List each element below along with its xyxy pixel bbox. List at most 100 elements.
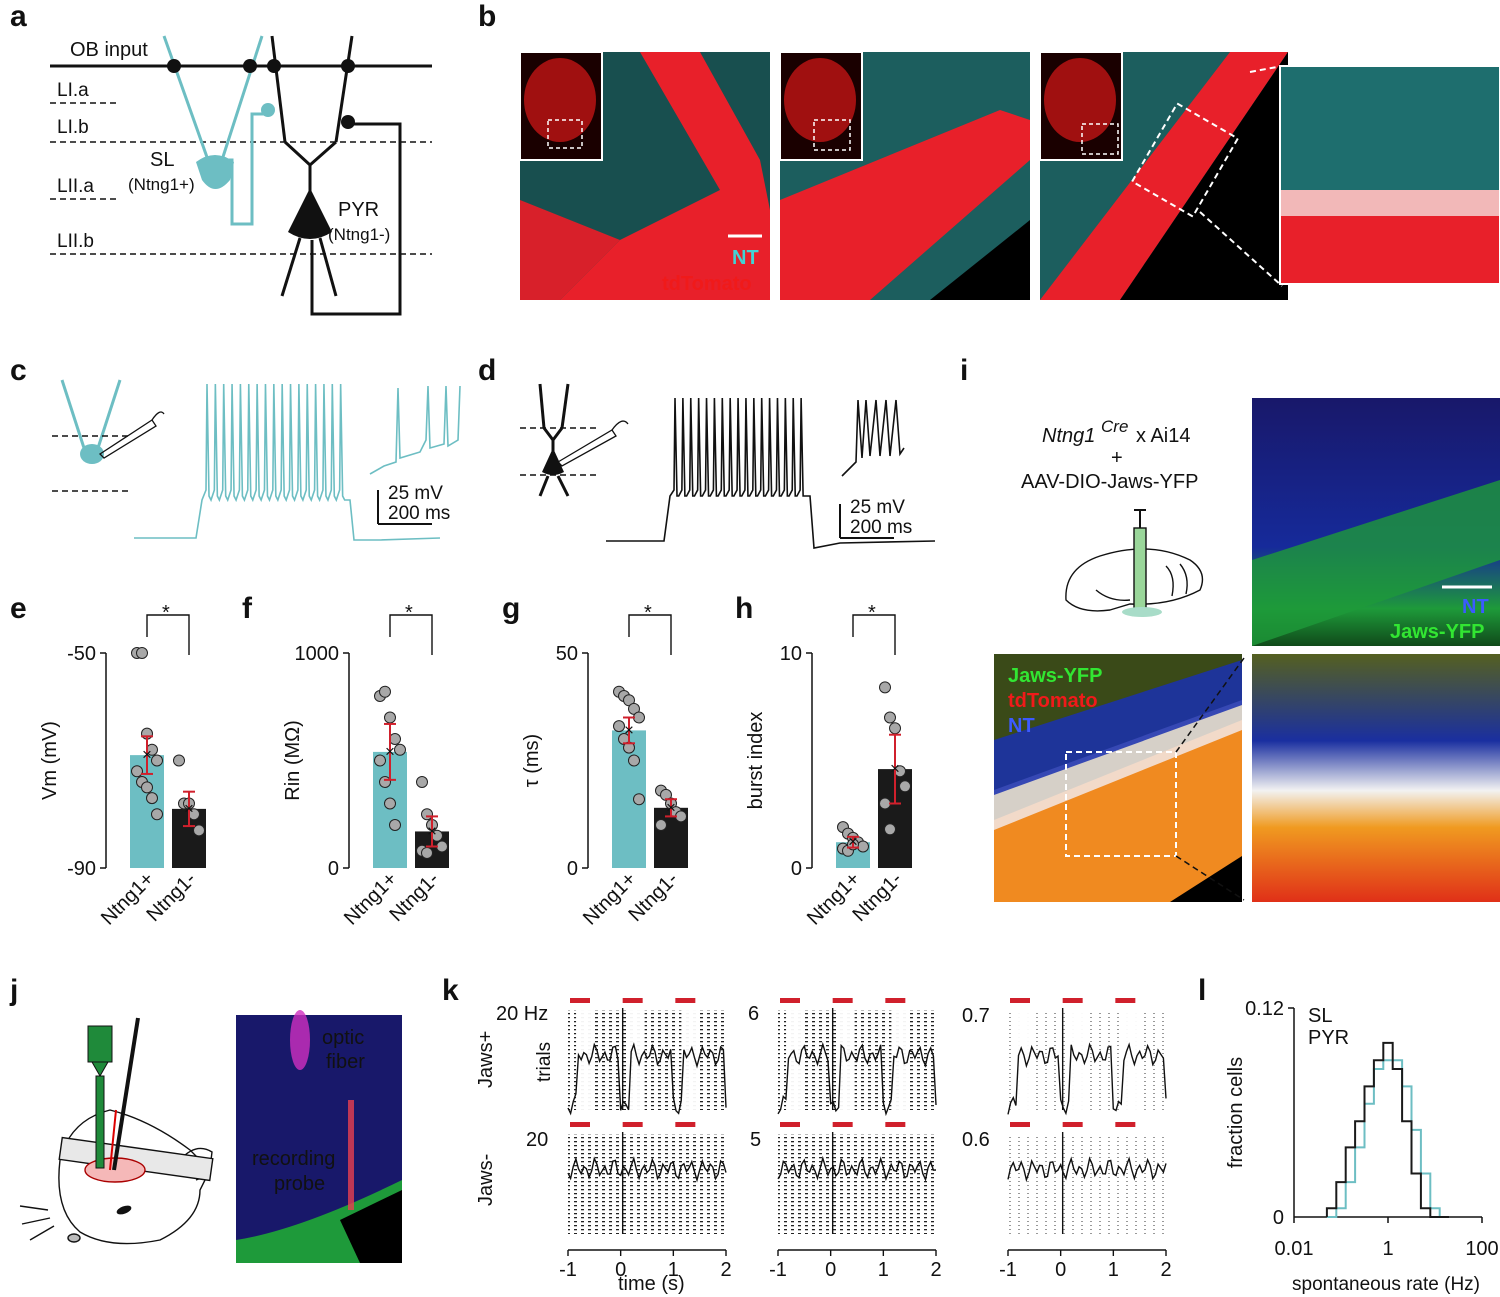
histogram-series-SL (1326, 1059, 1450, 1218)
panel-label: l (1198, 974, 1206, 1007)
light-pulse (570, 998, 590, 1003)
data-point (436, 840, 448, 853)
panel-label: j (9, 974, 18, 1007)
row-label-jaws-minus: Jaws- (475, 1154, 497, 1206)
significance-bracket (628, 614, 672, 655)
panel-label: c (10, 354, 27, 387)
mean-marker: × (624, 720, 634, 739)
pyr-voltage-trace (606, 397, 936, 549)
sl-cell-icon (60, 379, 122, 449)
sl-sub-label: (Ntng1+) (128, 175, 195, 194)
light-on-gap (1016, 1010, 1032, 1110)
data-point (136, 647, 148, 659)
virus-label: AAV-DIO-Jaws-YFP (1021, 471, 1198, 493)
data-point (151, 754, 163, 767)
layer-label: LI.a (57, 80, 89, 101)
data-point (384, 797, 396, 810)
synapses (167, 59, 355, 129)
histology-image-2 (779, 51, 1030, 300)
y-tick-label: 0.12 (1245, 998, 1284, 1020)
significance-star: * (405, 602, 413, 624)
data-point (384, 711, 396, 724)
sl-voltage-trace (134, 383, 441, 541)
recording-probe-label: recording (252, 1148, 335, 1170)
light-pulse (675, 1122, 696, 1127)
data-point (879, 681, 891, 694)
light-pulse (622, 1122, 643, 1127)
pyr-sub-label: (Ntng1-) (328, 225, 390, 244)
light-pulse (1010, 998, 1030, 1003)
mean-marker: × (184, 799, 194, 818)
jaws-legend: Jaws-YFP (1008, 665, 1102, 687)
light-on-gap (628, 1010, 645, 1110)
raster-jaws-plus-0 (567, 998, 727, 1116)
panel-k: Jaws+ Jaws- trials 20 Hz 6 0.7 20 5 0.6 … (475, 998, 1172, 1295)
y-tick-label: 50 (556, 643, 578, 665)
raster-spikes (1008, 1010, 1166, 1110)
y-tick-label: 10 (780, 643, 802, 665)
x-tick-label: -1 (559, 1259, 577, 1281)
significance-bracket (389, 614, 433, 655)
psth-trace (567, 1156, 727, 1183)
optic-fiber-label: fiber (326, 1051, 365, 1073)
y-axis-label: fraction cells (1225, 1057, 1247, 1168)
light-pulse (622, 998, 643, 1003)
pyr-label: PYR (338, 199, 379, 221)
significance-bracket (146, 614, 190, 655)
data-point (131, 765, 143, 778)
mean-marker: × (427, 821, 437, 840)
x-tick-label: 0 (615, 1259, 626, 1281)
category-label: Ntng1+ (340, 868, 402, 930)
row-label-jaws-plus: Jaws+ (475, 1031, 497, 1088)
x-axis-label: spontaneous rate (Hz) (1292, 1274, 1480, 1295)
significance-star: * (644, 602, 652, 624)
light-on-gap (1121, 1010, 1138, 1110)
data-point (173, 754, 185, 767)
light-pulse (1115, 1122, 1136, 1127)
rate-label: 20 (526, 1129, 548, 1151)
data-point (421, 846, 433, 859)
layer-label: LII.b (57, 231, 94, 252)
data-point (655, 819, 667, 831)
data-point (857, 840, 869, 853)
raster-jaws-plus-2 (1007, 998, 1167, 1116)
significance-star: * (162, 602, 170, 624)
light-pulse (832, 1122, 853, 1127)
pyr-soma (288, 188, 332, 239)
optic-fiber-label: optic (322, 1027, 364, 1049)
data-point (379, 776, 391, 788)
panel-b-histology: NT tdTomato (519, 51, 1500, 300)
data-point (613, 720, 625, 733)
nt-legend: NT (1008, 715, 1035, 737)
psth-trace (567, 1042, 727, 1116)
tdtomato-legend: tdTomato (662, 273, 752, 295)
light-pulse (1062, 1122, 1083, 1127)
histology-image-3 (1039, 51, 1288, 300)
panel-i: Ntng1 Cre x Ai14 + AAV-DIO-Jaws-YFP NT J… (994, 398, 1500, 902)
sl-bouton (261, 103, 275, 117)
histology-image-1: NT tdTomato (519, 51, 770, 300)
y-axis-label: τ (ms) (521, 734, 543, 787)
y-axis-label: burst index (745, 712, 767, 810)
scale-bar-c (377, 490, 432, 525)
light-on-gap (891, 1010, 908, 1110)
x-tick-label: 1 (1108, 1259, 1119, 1281)
light-pulse (1115, 998, 1136, 1003)
panel-label: a (10, 0, 27, 33)
panel-label: g (502, 592, 520, 625)
raster-spikes (568, 1010, 726, 1110)
data-point (374, 754, 386, 767)
mean-marker: × (848, 832, 858, 851)
panel-a-schematic: OB input LI.a LI.b LII.a LII.b SL (Ntng1… (50, 35, 432, 316)
panel-label: b (478, 0, 496, 33)
legend-SL: SL (1308, 1005, 1332, 1027)
light-pulse (570, 1122, 590, 1127)
y-tick-label: -90 (67, 858, 96, 880)
panel-c-sl-recording: 25 mV 200 ms (52, 379, 461, 541)
jaws-image-bottom: Jaws-YFP tdTomato NT (994, 654, 1242, 902)
data-point (889, 722, 901, 735)
